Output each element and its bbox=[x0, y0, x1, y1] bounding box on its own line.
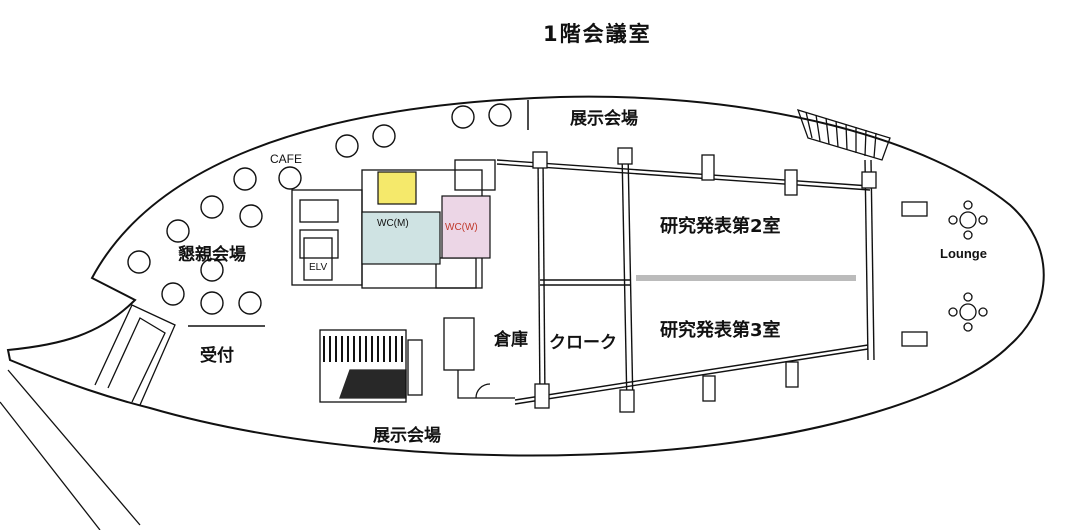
label-cafe: CAFE bbox=[270, 152, 303, 166]
entrance-lines bbox=[0, 304, 176, 530]
label-wc-men: WC(M) bbox=[377, 218, 409, 229]
label-storage: 倉庫 bbox=[494, 330, 528, 350]
label-room2: 研究発表第2室 bbox=[660, 216, 781, 237]
wc-men-area bbox=[361, 211, 441, 265]
label-room3: 研究発表第3室 bbox=[660, 320, 781, 341]
label-wc-women: WC(W) bbox=[445, 222, 478, 233]
label-reception: 受付 bbox=[200, 346, 234, 366]
building-outline bbox=[6, 95, 1045, 457]
yellow-room bbox=[377, 171, 417, 205]
plan-title: 1階会議室 bbox=[543, 22, 652, 46]
label-cloak: クローク bbox=[549, 333, 617, 353]
room-walls bbox=[496, 151, 875, 409]
ramp-hatch bbox=[796, 109, 891, 161]
columns bbox=[532, 147, 877, 413]
stairs bbox=[319, 329, 423, 403]
label-exhibition-bottom: 展示会場 bbox=[373, 426, 441, 446]
label-lounge: Lounge bbox=[940, 246, 987, 261]
label-exhibition-top: 展示会場 bbox=[570, 109, 638, 129]
label-social-venue: 懇親会場 bbox=[178, 245, 246, 265]
label-elevator: ELV bbox=[309, 262, 328, 273]
round-tables bbox=[127, 103, 512, 315]
wc-women-area bbox=[441, 195, 491, 259]
lounge-furniture bbox=[901, 200, 988, 347]
storage-room bbox=[443, 317, 515, 399]
